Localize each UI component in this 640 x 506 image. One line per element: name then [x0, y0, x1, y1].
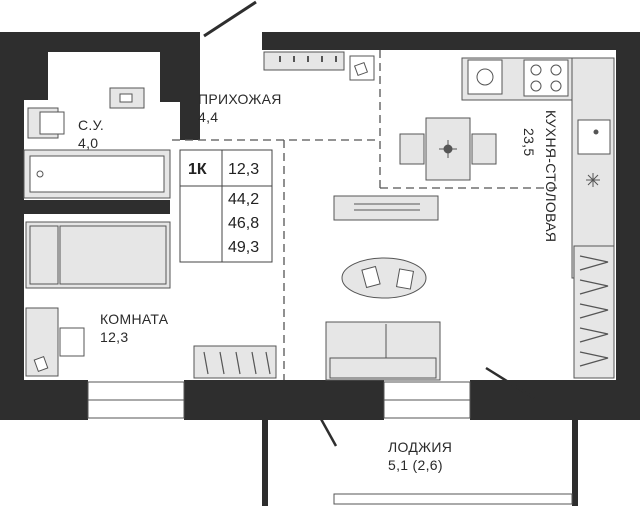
bathroom-area: 4,0	[78, 135, 98, 151]
area-value-2: 44,2	[228, 191, 259, 208]
wall-loggia-right	[572, 400, 578, 506]
area-summary-table: 1К 12,3 44,2 46,8 49,3	[179, 149, 273, 263]
bedroom-label: КОМНАТА	[100, 311, 169, 327]
loggia-label: ЛОДЖИЯ	[388, 439, 452, 455]
wall-left-inner-top	[24, 32, 40, 100]
kitchen-shelf	[573, 245, 615, 379]
coffee-table	[341, 257, 427, 299]
bedroom-area: 12,3	[100, 329, 128, 345]
bathroom-label: С.У.	[78, 117, 104, 133]
wall-bath-bedroom	[24, 200, 170, 214]
wall-top-left	[0, 32, 200, 52]
hall-area: 4,4	[198, 109, 218, 125]
wall-hall-stub	[180, 60, 200, 140]
stove	[523, 59, 569, 97]
washing-machine	[467, 59, 503, 95]
wall-right-outer	[616, 32, 640, 420]
area-value-3: 46,8	[228, 215, 259, 232]
entrance-door	[203, 0, 257, 38]
wall-bottom-loggia-left	[262, 400, 332, 420]
desk-chair	[59, 327, 85, 357]
wall-loggia-left	[262, 400, 268, 506]
walls	[0, 32, 640, 506]
window-loggia	[333, 493, 573, 505]
kitchen-counter-side	[571, 57, 615, 279]
wall-bottom-left	[0, 380, 88, 420]
zone-lines	[172, 50, 560, 380]
windows	[87, 381, 573, 505]
wall-left-step	[40, 32, 48, 100]
living-furniture	[325, 195, 441, 381]
room-labels: ПРИХОЖАЯ 4,4 С.У. 4,0 КОМНАТА 12,3 ЛОДЖИ…	[78, 91, 559, 473]
loggia-doors	[314, 366, 535, 447]
shoe-rack	[263, 51, 345, 71]
hall-furniture	[263, 51, 375, 81]
tv-stand	[333, 195, 439, 221]
chair-right	[471, 133, 497, 165]
wall-loggia-right-top	[540, 380, 576, 420]
bedroom-furniture	[25, 221, 277, 379]
bathroom-fixtures	[23, 87, 171, 199]
loggia-area: 5,1 (2,6)	[388, 457, 443, 473]
area-value-4: 49,3	[228, 239, 259, 256]
wall-left-outer	[0, 32, 24, 420]
wall-top-right	[262, 32, 640, 50]
apartment-type: 1К	[188, 161, 207, 178]
living-area-value: 12,3	[228, 161, 259, 178]
kitchen-area: 23,5	[521, 128, 537, 156]
kitchen-label: КУХНЯ-СТОЛОВАЯ	[543, 110, 559, 242]
chair-left	[399, 133, 425, 165]
kitchen-furniture	[399, 57, 615, 379]
kitchen-sink	[577, 119, 611, 155]
hall-label: ПРИХОЖАЯ	[198, 91, 282, 107]
